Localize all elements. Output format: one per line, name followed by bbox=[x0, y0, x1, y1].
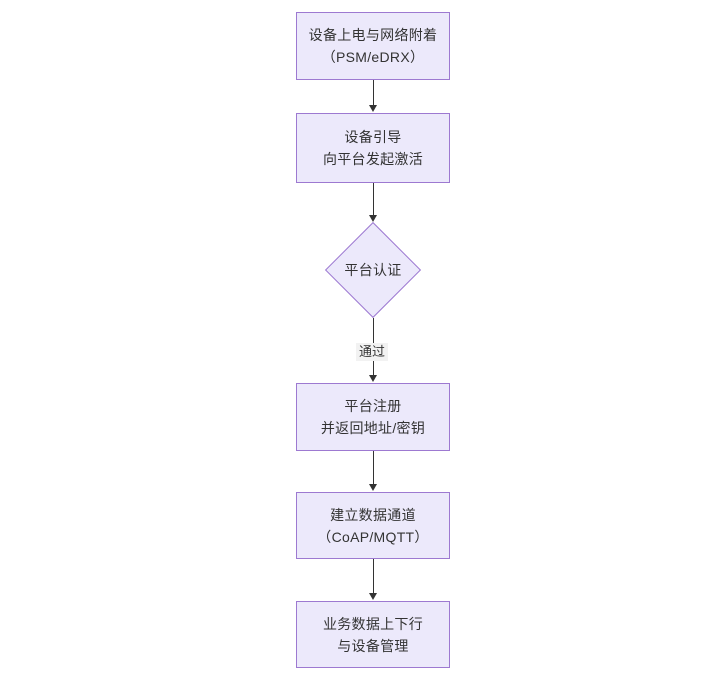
flow-node-data-label: 业务数据上下行 与设备管理 bbox=[322, 615, 424, 654]
flow-node-bootstrap-label: 设备引导 向平台发起激活 bbox=[322, 129, 424, 167]
flow-node-power-on-label: 设备上电与网络附着 （PSM/eDRX） bbox=[308, 27, 438, 65]
flow-node-auth-label: 平台认证 bbox=[344, 262, 402, 278]
flow-arrowhead-1-icon bbox=[369, 105, 377, 112]
flow-node-register-label: 平台注册 并返回地址/密钥 bbox=[320, 398, 426, 436]
flow-edge-channel-to-data bbox=[373, 559, 374, 594]
flow-arrowhead-3-icon bbox=[369, 375, 377, 382]
flow-edge-bootstrap-to-auth bbox=[373, 183, 374, 216]
flow-node-register[interactable]: 平台注册 并返回地址/密钥 bbox=[296, 383, 450, 451]
flow-node-data[interactable]: 业务数据上下行 与设备管理 bbox=[296, 601, 450, 668]
flow-node-power-on[interactable]: 设备上电与网络附着 （PSM/eDRX） bbox=[296, 12, 450, 80]
flow-node-channel[interactable]: 建立数据通道 （CoAP/MQTT） bbox=[296, 492, 450, 559]
flow-edge-register-to-channel bbox=[373, 451, 374, 484]
flow-arrowhead-5-icon bbox=[369, 593, 377, 600]
flow-arrowhead-2-icon bbox=[369, 215, 377, 222]
flow-edge-power-on-to-bootstrap bbox=[373, 80, 374, 106]
flow-node-auth-decision[interactable]: 平台认证 bbox=[324, 221, 422, 319]
flow-node-channel-label: 建立数据通道 （CoAP/MQTT） bbox=[317, 506, 429, 545]
flow-edge-label-pass: 通过 bbox=[356, 343, 389, 361]
flow-arrowhead-4-icon bbox=[369, 484, 377, 491]
flow-node-bootstrap[interactable]: 设备引导 向平台发起激活 bbox=[296, 113, 450, 183]
